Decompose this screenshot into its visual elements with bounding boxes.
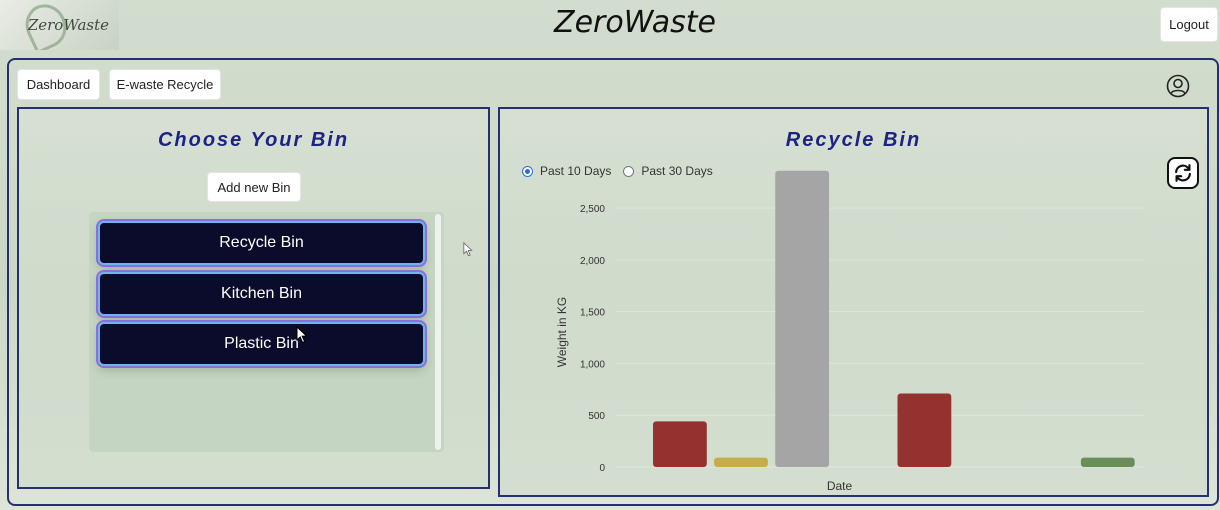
recycle-bin-title: Recycle Bin — [785, 129, 922, 151]
bar — [1080, 457, 1135, 467]
bar — [897, 393, 952, 467]
refresh-icon — [1175, 164, 1191, 182]
refresh-button[interactable] — [1167, 157, 1199, 189]
bar — [653, 421, 707, 467]
top-bar: ZeroWaste ZeroWaste Logout — [0, 0, 1220, 52]
choose-bin-title: Choose Your Bin — [157, 129, 350, 151]
bar — [775, 170, 830, 467]
bin-item-plastic[interactable]: Plastic Bin — [98, 322, 425, 366]
nav-ewaste-recycle-button[interactable]: E-waste Recycle — [109, 69, 221, 100]
add-new-bin-button[interactable]: Add new Bin — [207, 172, 301, 202]
y-axis-label: Weight in KG — [555, 297, 569, 367]
recycle-bin-panel: Recycle Bin Past 10 Days Past 30 Days — [498, 107, 1209, 497]
y-tick-label: 1,500 — [580, 308, 605, 319]
logo: ZeroWaste — [0, 0, 119, 50]
logo-text: ZeroWaste — [27, 16, 109, 34]
x-axis-label: Date — [827, 479, 853, 493]
radio-past-30-days-label[interactable]: Past 30 Days — [641, 164, 713, 178]
date-range-radio-group: Past 10 Days Past 30 Days — [522, 164, 725, 178]
user-circle-icon[interactable] — [1166, 74, 1190, 98]
radio-past-30-days[interactable] — [623, 165, 635, 177]
app-title: ZeroWaste — [554, 5, 716, 40]
y-tick-label: 2,000 — [580, 256, 605, 267]
choose-bin-panel: Choose Your Bin Add new Bin Recycle Bin … — [17, 107, 490, 489]
y-tick-label: 0 — [599, 463, 605, 474]
radio-past-10-days-label[interactable]: Past 10 Days — [540, 164, 612, 178]
bin-item-recycle[interactable]: Recycle Bin — [98, 221, 425, 265]
main-frame — [7, 58, 1219, 506]
y-tick-label: 500 — [588, 411, 605, 422]
y-tick-label: 1,000 — [580, 359, 605, 370]
bin-list-scrollbar[interactable] — [435, 214, 441, 450]
radio-past-10-days[interactable] — [522, 165, 533, 177]
bin-list[interactable]: Recycle Bin Kitchen Bin Plastic Bin — [89, 212, 444, 452]
mouse-cursor-ghost-icon — [463, 242, 473, 257]
y-tick-label: 2,500 — [580, 204, 605, 215]
logout-button[interactable]: Logout — [1160, 7, 1218, 42]
bin-item-kitchen[interactable]: Kitchen Bin — [98, 272, 425, 316]
mouse-cursor-icon — [296, 326, 308, 344]
nav-dashboard-button[interactable]: Dashboard — [17, 69, 100, 100]
bar — [714, 457, 768, 467]
